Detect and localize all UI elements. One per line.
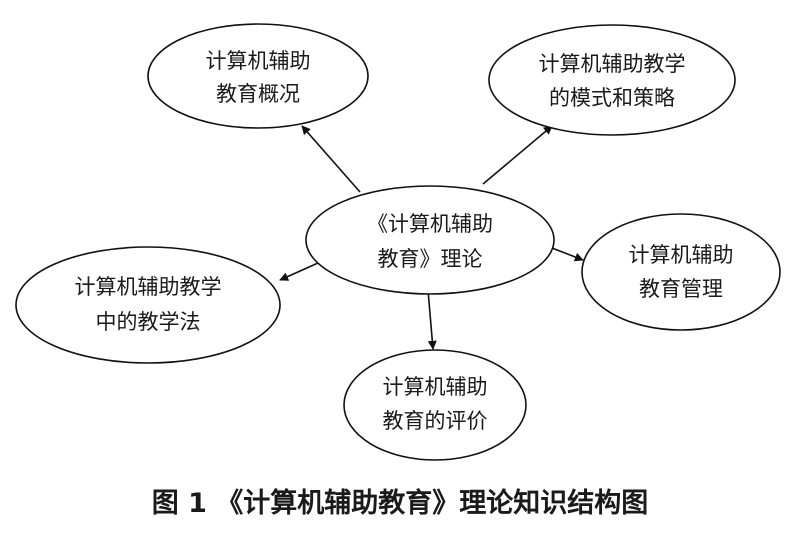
- connectors: [279, 125, 584, 350]
- figure-caption: 图 1 《计算机辅助教育》理论知识结构图: [152, 487, 649, 519]
- center-node: 《计算机辅助 教育》理论: [305, 185, 555, 295]
- node-management-line-2: 教育管理: [639, 277, 723, 301]
- arrow-to-overview: [301, 125, 361, 193]
- node-models-line-2: 的模式和策略: [549, 86, 675, 110]
- node-management-line-1: 计算机辅助: [629, 243, 734, 267]
- node-management: 计算机辅助 教育管理: [581, 213, 781, 331]
- node-overview-line-1: 计算机辅助: [206, 49, 311, 73]
- arrow-to-evaluation: [427, 289, 437, 350]
- node-methods-line-2: 中的教学法: [96, 310, 201, 334]
- node-overview-line-2: 教育概况: [216, 82, 300, 106]
- arrow-to-management: [551, 247, 584, 262]
- node-evaluation: 计算机辅助 教育的评价: [343, 349, 527, 461]
- node-methods-line-1: 计算机辅助教学: [75, 275, 222, 299]
- center-node-line-1: 《计算机辅助: [367, 212, 493, 236]
- node-models-line-1: 计算机辅助教学: [539, 52, 686, 76]
- node-models: 计算机辅助教学 的模式和策略: [488, 24, 736, 136]
- node-evaluation-line-2: 教育的评价: [383, 409, 488, 433]
- center-node-line-2: 教育》理论: [378, 247, 483, 271]
- node-evaluation-line-1: 计算机辅助: [383, 375, 488, 399]
- node-methods: 计算机辅助教学 中的教学法: [15, 246, 281, 364]
- arrow-to-methods: [279, 262, 319, 281]
- arrow-to-models: [482, 125, 553, 185]
- node-overview: 计算机辅助 教育概况: [147, 23, 369, 129]
